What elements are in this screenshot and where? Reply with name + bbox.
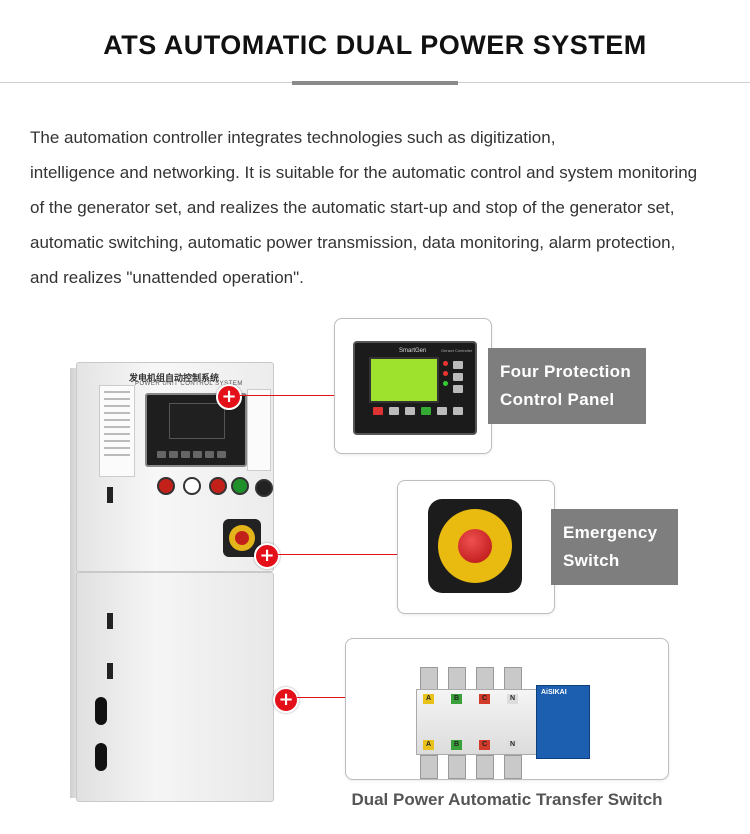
page-title: ATS AUTOMATIC DUAL POWER SYSTEM — [103, 30, 647, 60]
intro-line: of the generator set, and realizes the a… — [30, 198, 675, 217]
intro-line: automatic switching, automatic power tra… — [30, 233, 676, 252]
intro-line: intelligence and networking. It is suita… — [30, 163, 698, 182]
control-cabinet-image: 发电机组自动控制系统 POWER UNIT CONTROL SYSTEM — [70, 362, 284, 802]
cabinet-cable-hole — [95, 697, 107, 725]
controller-lcd-screen — [369, 357, 439, 403]
cabinet-indicator-green — [231, 477, 249, 495]
cabinet-controller-display — [169, 403, 225, 439]
controller-label-line2: Control Panel — [500, 390, 615, 409]
cabinet-cable-hole — [95, 743, 107, 771]
controller-key — [373, 407, 383, 415]
controller-callout-image: SmartGen Genset Controller — [334, 318, 492, 454]
cabinet-side-label — [247, 389, 271, 471]
controller-key — [453, 373, 463, 381]
ats-phase-tag: C — [479, 694, 490, 704]
cabinet-latch — [107, 487, 113, 503]
cabinet-key-switch — [255, 479, 273, 497]
cabinet-latch — [107, 663, 113, 679]
emergency-stop-button — [458, 529, 492, 563]
controller-model: Genset Controller — [441, 348, 473, 353]
transfer-switch-unit: A B C N A B C N AiSIKAI — [416, 667, 598, 779]
ats-phase-tag: B — [451, 694, 462, 704]
controller-led — [443, 381, 448, 386]
controller-led — [443, 371, 448, 376]
emergency-switch-ring — [438, 509, 512, 583]
emergency-label-line1: Emergency — [563, 523, 658, 542]
controller-label-line1: Four Protection — [500, 362, 632, 381]
emergency-callout-image — [397, 480, 555, 614]
callout-marker-transfer[interactable]: + — [273, 687, 299, 713]
cabinet-upper-door: 发电机组自动控制系统 POWER UNIT CONTROL SYSTEM — [76, 362, 274, 572]
ats-terminal — [504, 755, 522, 779]
intro-line: The automation controller integrates tec… — [30, 128, 556, 147]
emergency-switch-base — [428, 499, 522, 593]
callout-leader-transfer — [297, 697, 345, 698]
ats-brand: AiSIKAI — [541, 689, 567, 696]
cabinet-indicator-red — [157, 477, 175, 495]
controller-key — [453, 407, 463, 415]
ats-phase-tag: B — [451, 740, 462, 750]
cabinet-lower-door — [76, 572, 274, 802]
controller-led — [443, 361, 448, 366]
ats-phase-tag: N — [507, 694, 518, 704]
controller-key — [389, 407, 399, 415]
ats-terminal — [476, 667, 494, 691]
cabinet-indicator-red — [209, 477, 227, 495]
cabinet-warning-label — [99, 385, 135, 477]
cabinet-heading-cn: 发电机组自动控制系统 — [129, 373, 220, 383]
cabinet-estop-button — [235, 531, 249, 545]
controller-key — [405, 407, 415, 415]
intro-line: and realizes "unattended operation". — [30, 268, 304, 287]
ats-terminal — [448, 755, 466, 779]
controller-label: Four Protection Control Panel — [488, 348, 646, 424]
ats-terminal — [504, 667, 522, 691]
cabinet-selector-knob — [183, 477, 201, 495]
controller-key — [437, 407, 447, 415]
ats-terminal — [448, 667, 466, 691]
ats-phase-tag: C — [479, 740, 490, 750]
ats-controller-module: AiSIKAI — [536, 685, 590, 759]
ats-terminal — [420, 667, 438, 691]
controller-brand: SmartGen — [399, 348, 427, 354]
intro-paragraph: The automation controller integrates tec… — [30, 120, 730, 295]
ats-phase-tag: A — [423, 740, 434, 750]
cabinet-controller-keys — [157, 445, 235, 458]
cabinet-side — [70, 368, 80, 798]
cabinet-latch — [107, 613, 113, 629]
emergency-label-line2: Switch — [563, 551, 620, 570]
ats-switch-body: A B C N A B C N — [416, 689, 538, 755]
cabinet-heading-en: POWER UNIT CONTROL SYSTEM — [135, 381, 243, 387]
transfer-switch-caption: Dual Power Automatic Transfer Switch — [351, 790, 663, 809]
controller-key — [453, 361, 463, 369]
cabinet-estop-ring — [229, 525, 255, 551]
cabinet-controller — [145, 393, 247, 467]
ats-phase-tag: A — [423, 694, 434, 704]
callout-leader-controller — [240, 395, 334, 396]
ats-terminal — [420, 755, 438, 779]
controller-key — [453, 385, 463, 393]
ats-phase-tag: N — [507, 740, 518, 750]
controller-unit: SmartGen Genset Controller — [353, 341, 477, 435]
ats-terminal — [476, 755, 494, 779]
callout-marker-emergency[interactable]: + — [254, 543, 280, 569]
callout-marker-controller[interactable]: + — [216, 384, 242, 410]
controller-key — [421, 407, 431, 415]
callout-leader-emergency — [278, 554, 398, 555]
title-accent-bar — [292, 81, 458, 85]
transfer-switch-callout-image: A B C N A B C N AiSIKAI — [345, 638, 669, 780]
emergency-label: Emergency Switch — [551, 509, 678, 585]
